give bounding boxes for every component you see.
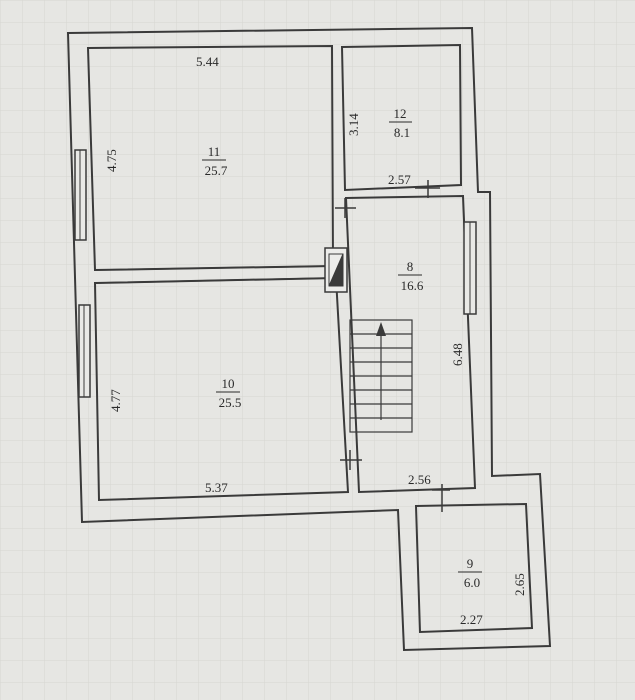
dim-room12-height: 3.14 (346, 113, 361, 136)
room-11-area: 25.7 (205, 163, 228, 178)
door-marks (335, 180, 450, 512)
inner-wall-room8 (344, 194, 477, 494)
dim-room8-length: 6.48 (450, 343, 465, 366)
dim-room11-width: 5.44 (196, 54, 219, 69)
dim-room10-height: 4.77 (108, 389, 123, 412)
vent-block (324, 247, 348, 293)
room-10-area: 25.5 (219, 395, 242, 410)
room-8-area: 16.6 (401, 278, 424, 293)
inner-wall-room9 (414, 502, 534, 634)
dimension-labels: 5.44 4.75 3.14 2.57 6.48 4.77 5.37 2.56 … (104, 54, 527, 627)
dim-room11-height: 4.75 (104, 149, 119, 172)
room-9-number: 9 (467, 556, 474, 571)
room-12-area: 8.1 (394, 125, 410, 140)
window-glass-lines (79, 150, 471, 397)
room-10-number: 10 (222, 376, 235, 391)
outer-wall (66, 26, 552, 652)
dim-room8-width: 2.56 (408, 472, 431, 487)
dim-room10-width: 5.37 (205, 480, 228, 495)
inner-wall-room12 (340, 43, 463, 192)
room-labels: 11 25.7 12 8.1 8 16.6 10 25.5 9 6.0 (202, 106, 482, 590)
dim-room9-height: 2.65 (512, 573, 527, 596)
room-8-number: 8 (407, 259, 414, 274)
room-11-number: 11 (208, 144, 221, 159)
room-9-area: 6.0 (464, 575, 480, 590)
partition (94, 265, 334, 284)
room-12-number: 12 (394, 106, 407, 121)
dim-room12-width: 2.57 (388, 172, 411, 187)
stair-arrow-icon (376, 322, 386, 336)
dim-room9-width: 2.27 (460, 612, 483, 627)
